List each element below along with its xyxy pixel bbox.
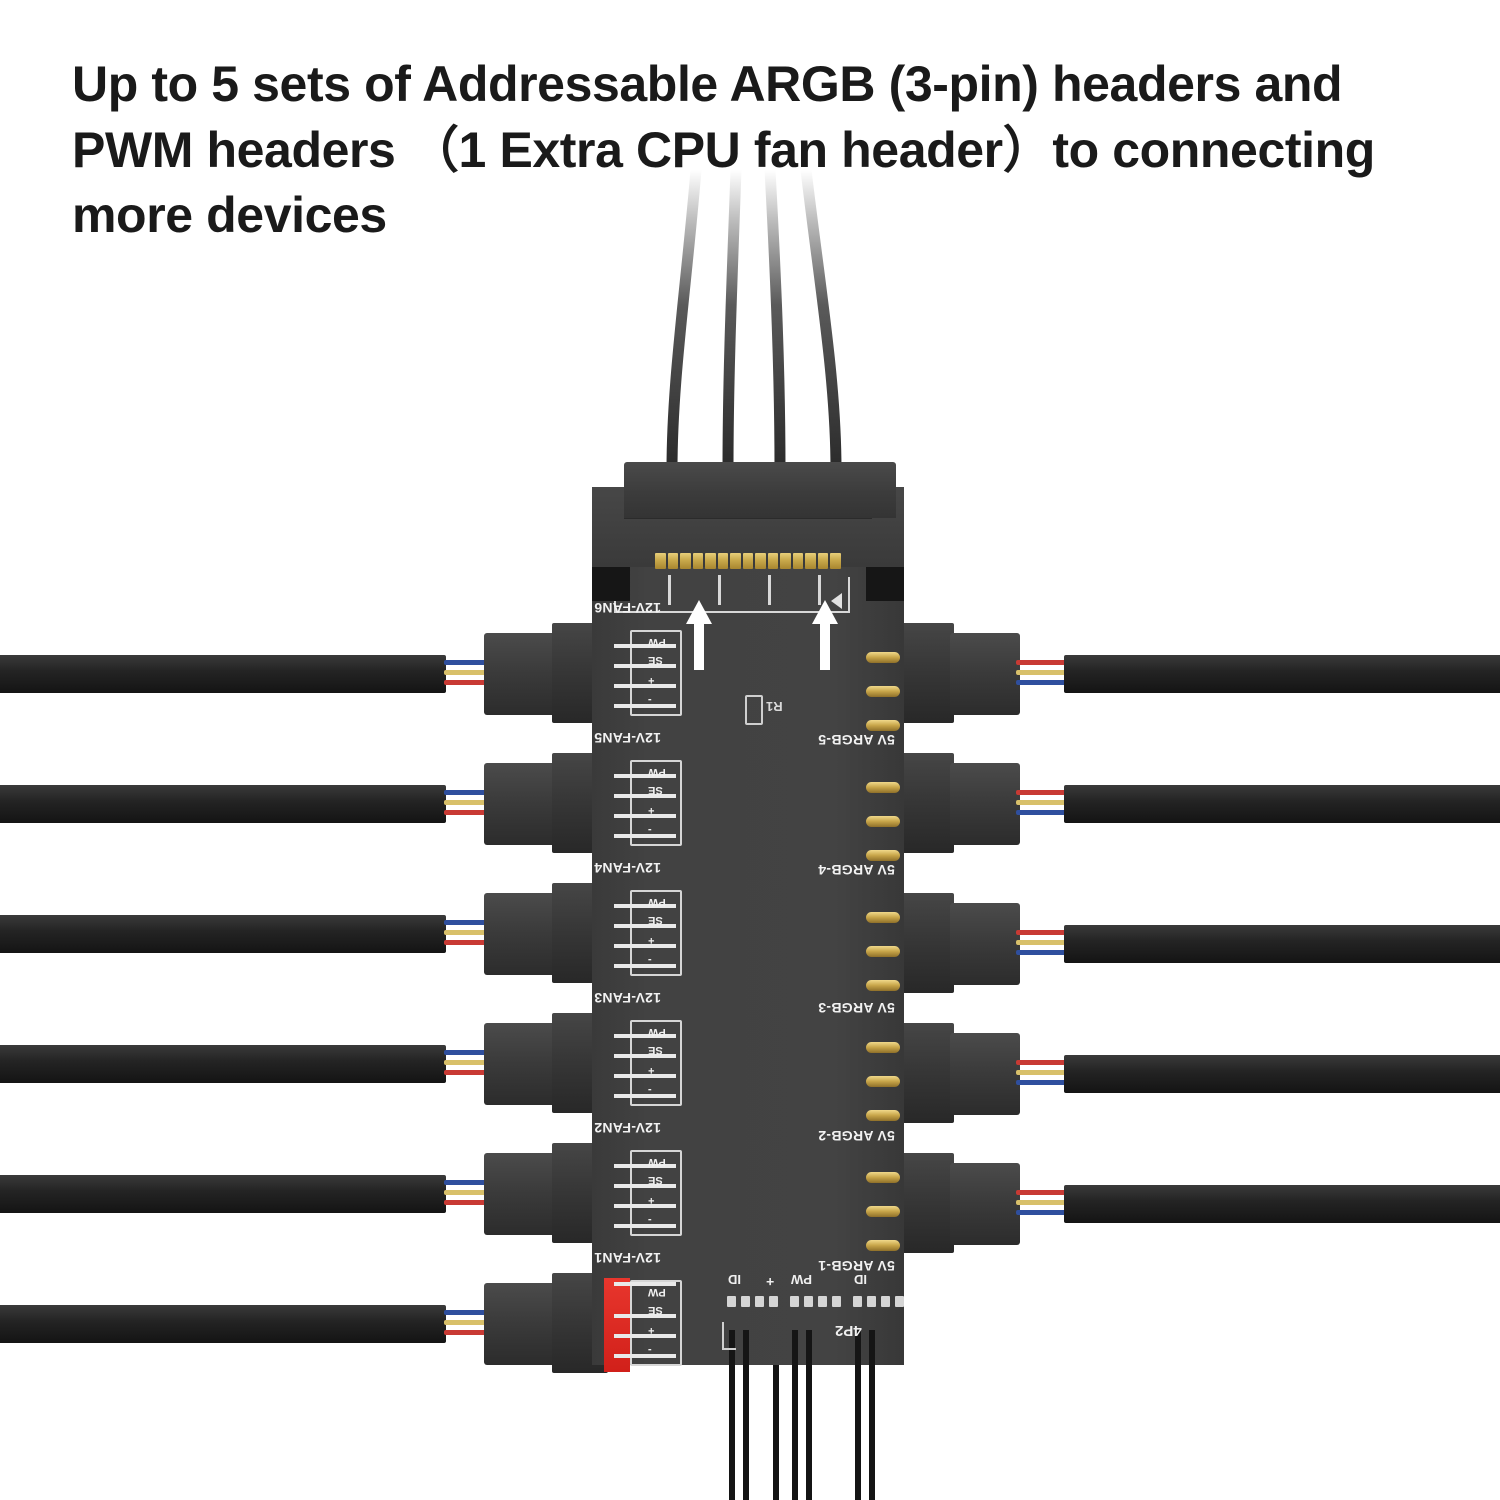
argb-header-5[interactable] <box>866 652 900 731</box>
bottom-wire-3 <box>792 1330 798 1366</box>
silkscreen-hook-mark <box>722 1322 736 1350</box>
fan-header-5-pins: - + SE PW <box>614 760 682 846</box>
up-arrow-icon-left <box>686 600 712 670</box>
fan-header-3-label: 12V-FAN3 <box>594 990 661 1006</box>
bottom-header-id-right-pins <box>853 1296 904 1307</box>
argb-header-4-label: 5V ARGB-4 <box>818 862 895 878</box>
bottom-header-pw-pins <box>790 1296 841 1307</box>
bottom-header-id-right[interactable]: ID <box>853 1272 904 1307</box>
bottom-header-id-right-label: ID <box>854 1272 867 1287</box>
argb-header-3-pin-3 <box>866 980 900 991</box>
argb-header-3-label: 5V ARGB-3 <box>818 1000 895 1016</box>
argb-header-2-pin-1 <box>866 1042 900 1053</box>
sata-notch-right <box>866 567 904 601</box>
argb-header-4-pin-2 <box>866 816 900 827</box>
resistor-label: R1 <box>766 699 783 714</box>
bottom-cable-tail-3 <box>773 1365 779 1500</box>
fan-header-1-label: 12V-FAN1 <box>594 1250 661 1266</box>
bottom-header-id-left-pins <box>727 1296 778 1307</box>
argb-header-1-pin-1 <box>866 1172 900 1183</box>
argb-header-2-pin-3 <box>866 1110 900 1121</box>
bottom-header-plus-symbol: + <box>766 1274 775 1290</box>
argb-header-5-pin-1 <box>866 652 900 663</box>
bottom-wire-2 <box>743 1330 749 1366</box>
bottom-header-pw-label: PW <box>791 1272 812 1287</box>
argb-header-1-pin-2 <box>866 1206 900 1217</box>
argb-header-3[interactable] <box>866 912 900 991</box>
fan-header-2-pins: - + SE PW <box>614 1150 682 1236</box>
resistor-r1-marking: R1 <box>745 695 783 725</box>
fan-header-1-pins: - + SE PW <box>604 1278 682 1372</box>
argb-header-2[interactable] <box>866 1042 900 1121</box>
sata-gold-pins <box>655 553 841 569</box>
fan-header-3-pins: - + SE PW <box>614 1020 682 1106</box>
bottom-cable-tail-1 <box>729 1365 735 1500</box>
bottom-cable-tail-2 <box>743 1365 749 1500</box>
bottom-header-pw[interactable]: PW + <box>766 1272 841 1307</box>
argb-header-5-label: 5V ARGB-5 <box>818 732 895 748</box>
argb-header-4-pin-3 <box>866 850 900 861</box>
argb-header-3-pin-2 <box>866 946 900 957</box>
bottom-header-id-left[interactable]: ID <box>727 1272 778 1307</box>
fan-header-1-cpu[interactable]: - + SE PW <box>604 1278 682 1372</box>
fan-header-4-pins: - + SE PW <box>614 890 682 976</box>
fan-header-6[interactable]: - + SE PW <box>614 630 682 716</box>
page-title: Up to 5 sets of Addressable ARGB (3-pin)… <box>72 56 1389 243</box>
argb-header-4-pin-1 <box>866 782 900 793</box>
argb-header-3-pin-1 <box>866 912 900 923</box>
bottom-cable-tail-5 <box>806 1365 812 1500</box>
four-pin-marking: 4P2 <box>835 1322 862 1339</box>
bottom-header-id-left-label: ID <box>728 1272 741 1287</box>
bottom-wire-6 <box>869 1330 875 1366</box>
fan-header-6-label: 12V-FAN6 <box>594 600 661 616</box>
sata-power-cable-bundle <box>666 170 842 470</box>
bottom-wire-5 <box>855 1330 861 1366</box>
sata-notch-left <box>592 567 630 601</box>
argb-header-5-pin-2 <box>866 686 900 697</box>
bottom-cable-tail-7 <box>869 1365 875 1500</box>
fan-header-4[interactable]: - + SE PW <box>614 890 682 976</box>
fan-header-6-pins: - + SE PW <box>614 630 682 716</box>
fan-header-3[interactable]: - + SE PW <box>614 1020 682 1106</box>
resistor-pad <box>745 695 763 725</box>
fan-header-4-label: 12V-FAN4 <box>594 860 661 876</box>
argb-header-5-pin-3 <box>866 720 900 731</box>
fan-header-2-label: 12V-FAN2 <box>594 1120 661 1136</box>
argb-header-1[interactable] <box>866 1172 900 1251</box>
argb-header-4[interactable] <box>866 782 900 861</box>
up-arrow-icon-right <box>812 600 838 670</box>
argb-header-1-pin-3 <box>866 1240 900 1251</box>
bottom-wire-4 <box>806 1330 812 1366</box>
bottom-cable-tail-6 <box>855 1365 861 1500</box>
bottom-cable-tail-4 <box>792 1365 798 1500</box>
sata-connector-body <box>624 462 896 518</box>
argb-header-2-pin-2 <box>866 1076 900 1087</box>
fan-header-2[interactable]: - + SE PW <box>614 1150 682 1236</box>
fan-header-5[interactable]: - + SE PW <box>614 760 682 846</box>
argb-header-2-label: 5V ARGB-2 <box>818 1128 895 1144</box>
fan-header-5-label: 12V-FAN5 <box>594 730 661 746</box>
